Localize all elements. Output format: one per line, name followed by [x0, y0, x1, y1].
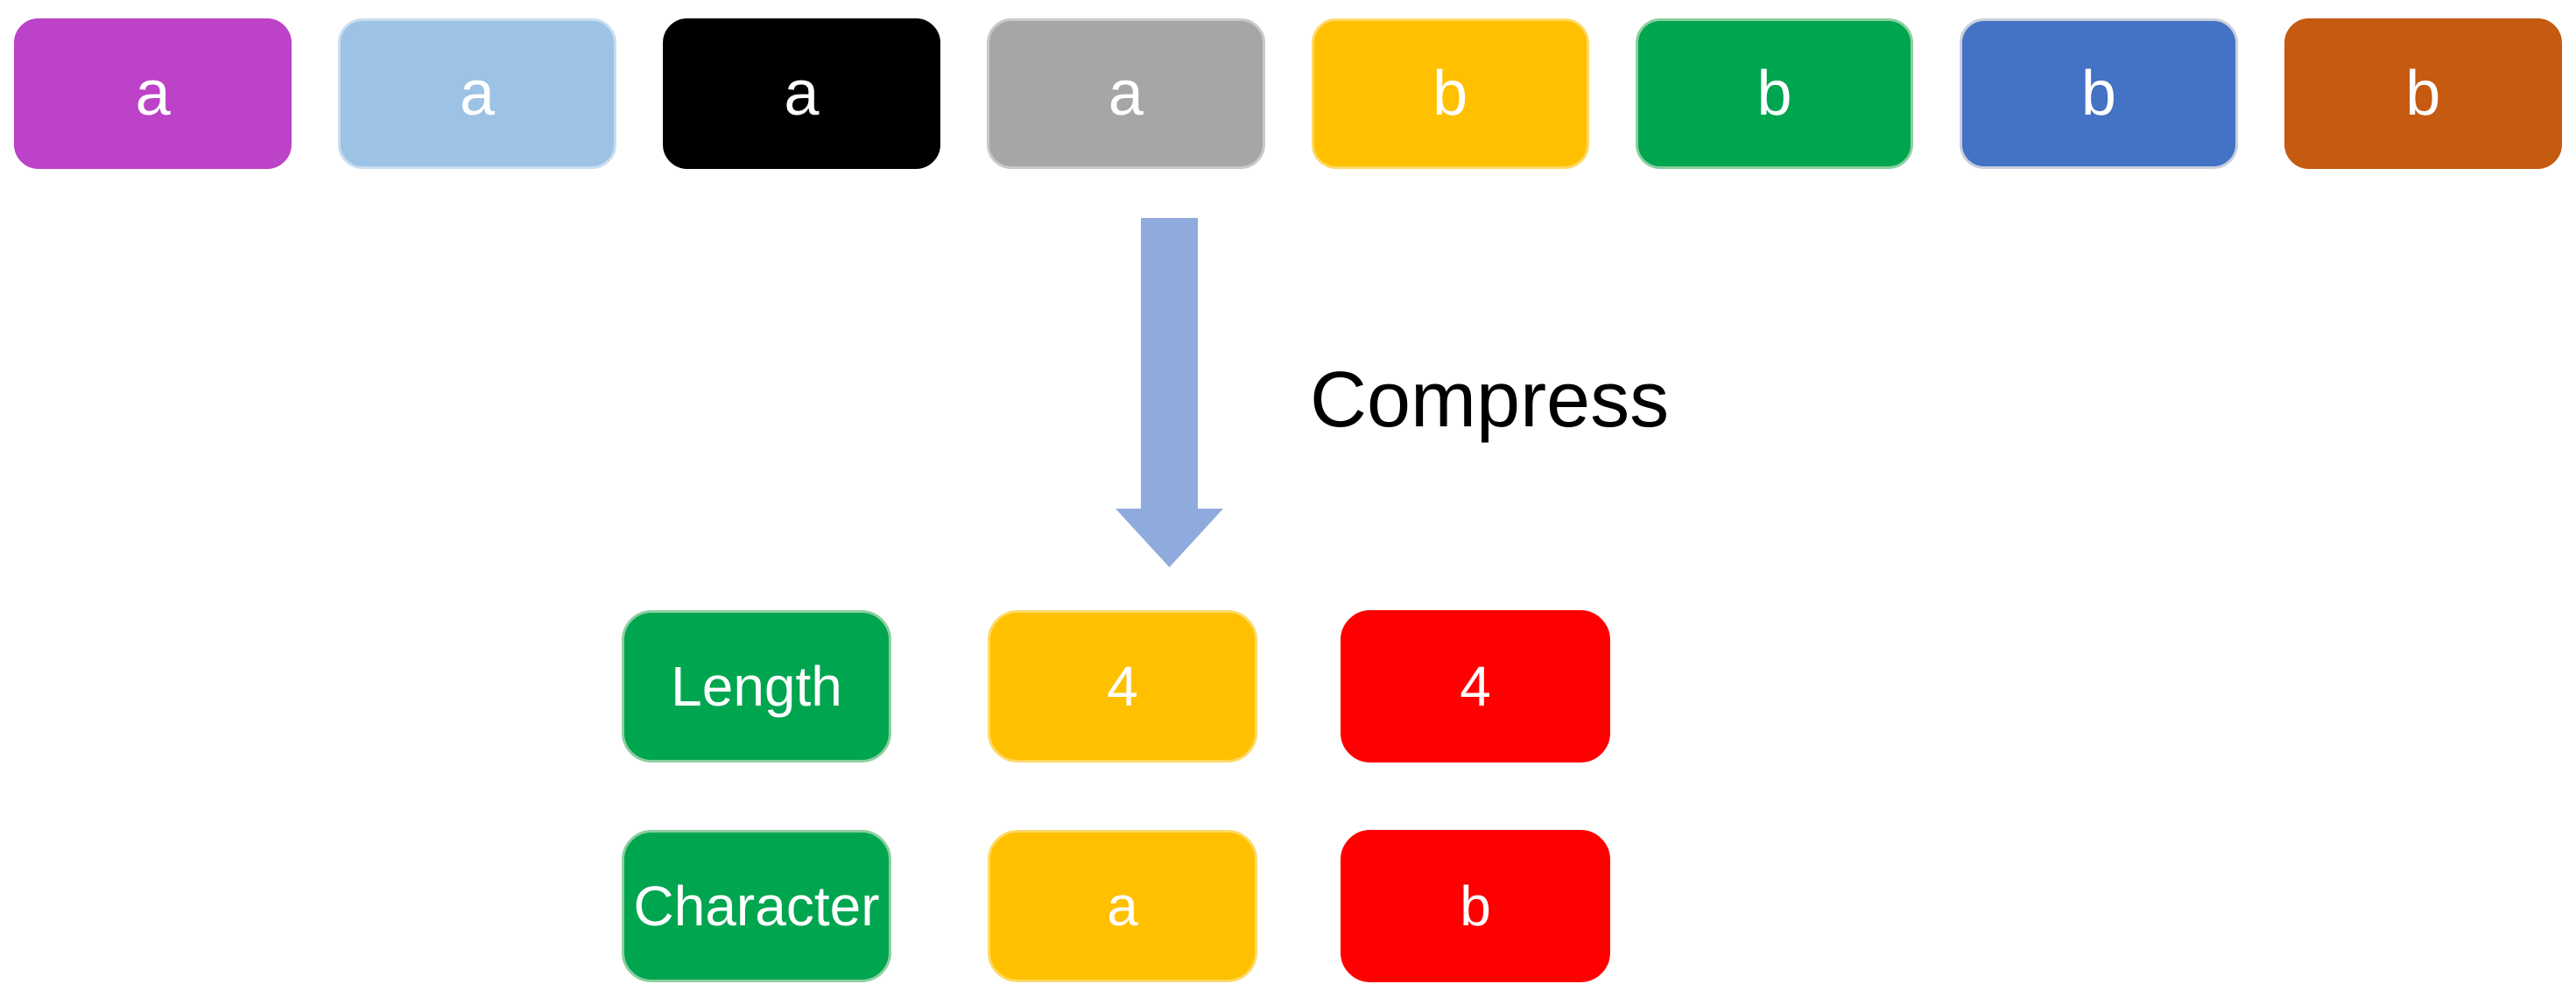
sequence-block-label: a — [135, 59, 171, 129]
sequence-block-4: a — [987, 18, 1265, 169]
sequence-block-7: b — [1960, 18, 2238, 169]
sequence-block-3: a — [662, 18, 941, 169]
sequence-block-label: a — [460, 59, 496, 129]
sequence-block-5: b — [1311, 18, 1589, 169]
length-value-label: 4 — [1107, 655, 1138, 718]
length-value-label: 4 — [1460, 655, 1491, 718]
length-value-run-b: 4 — [1341, 610, 1610, 763]
sequence-block-1: a — [14, 18, 292, 169]
sequence-block-2: a — [338, 18, 616, 169]
character-value-run-a: a — [988, 830, 1257, 982]
sequence-block-6: b — [1635, 18, 1914, 169]
sequence-block-8: b — [2284, 18, 2562, 169]
down-arrow-icon — [1116, 218, 1223, 567]
character-value-run-b: b — [1341, 830, 1610, 982]
compress-label: Compress — [1310, 356, 1670, 444]
character-value-label: b — [1460, 875, 1491, 938]
uncompressed-sequence: a a a a b b b b — [14, 18, 2562, 169]
character-value-label: a — [1107, 875, 1138, 938]
sequence-block-label: a — [1108, 59, 1144, 129]
sequence-block-label: b — [2405, 59, 2441, 129]
character-row-header-label: Character — [633, 875, 880, 938]
length-row-header-label: Length — [671, 655, 842, 718]
length-value-run-a: 4 — [988, 610, 1257, 763]
character-row-header: Character — [622, 830, 891, 982]
sequence-block-label: b — [1756, 59, 1792, 129]
sequence-block-label: b — [1432, 59, 1468, 129]
sequence-block-label: b — [2080, 59, 2116, 129]
length-row-header: Length — [622, 610, 891, 763]
sequence-block-label: a — [784, 59, 820, 129]
